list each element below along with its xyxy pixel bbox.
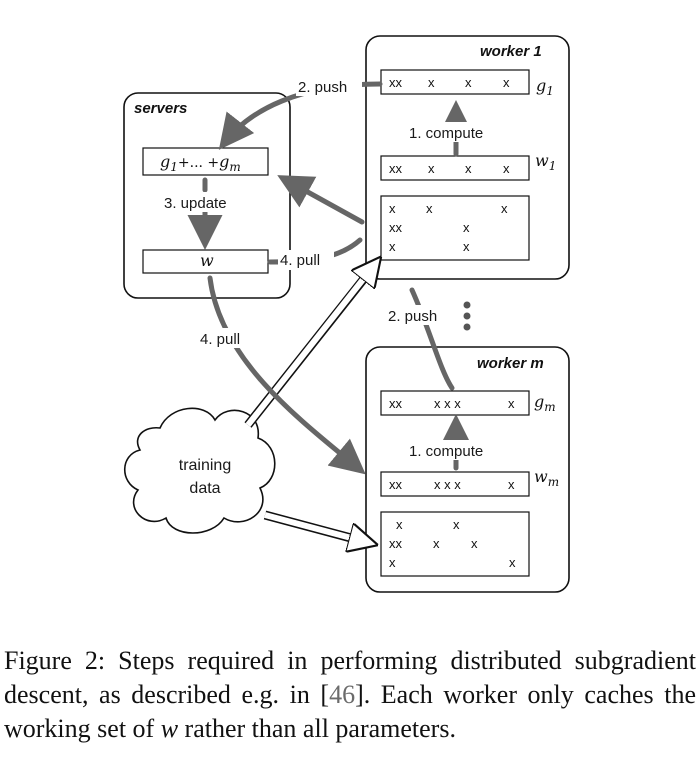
label-compute-worker-1: 1. compute (409, 125, 483, 142)
worker-m-data-box (380, 511, 530, 577)
cell: xx (389, 75, 403, 90)
cell: x (465, 161, 472, 176)
worker-1-weights-row (380, 155, 530, 181)
training-data-line2: data (189, 480, 220, 497)
cell: x (453, 517, 460, 532)
gradient-sum-label: g1+... +gm (160, 152, 241, 174)
label-compute-worker-m: 1. compute (409, 443, 483, 460)
worker-m-gradient-label: gm (534, 392, 556, 414)
cell: x (389, 555, 396, 570)
figure-caption: Figure 2: Steps required in performing d… (4, 644, 696, 746)
worker-m-title: worker m (477, 355, 544, 372)
cell: x (503, 75, 510, 90)
caption-text-2: ]. Each worker only caches the working s… (4, 680, 696, 743)
pull-arrow-worker-m (207, 275, 366, 475)
cell: x (508, 396, 515, 411)
cell: x x x (434, 396, 461, 411)
cell: x (426, 201, 433, 216)
cell: x (508, 477, 515, 492)
cell: xx (389, 477, 403, 492)
caption-text-1: Figure 2: Steps required in performing d… (4, 646, 696, 709)
data-arrow-worker-m (264, 512, 370, 543)
cell: x (428, 161, 435, 176)
cell: x (396, 517, 403, 532)
cell: xx (389, 161, 403, 176)
label-pull-worker-m: 4. pull (200, 331, 240, 348)
worker-1-weights-label: w1 (535, 151, 556, 173)
cell: x (428, 75, 435, 90)
cell: x (463, 239, 470, 254)
worker-1-title: worker 1 (480, 43, 542, 60)
caption-variable: w (160, 714, 179, 743)
cell: x (503, 161, 510, 176)
cell: x (389, 239, 396, 254)
caption-text-3: rather than all parameters. (178, 714, 456, 743)
worker-1-box: worker 1 xx x x x g1 xx x x x w1 x x x x… (365, 35, 570, 280)
servers-title: servers (134, 100, 187, 117)
cell: x (501, 201, 508, 216)
push-arrow-worker-m (409, 287, 455, 391)
cell: x (471, 536, 478, 551)
cell: x x x (434, 477, 461, 492)
worker-1-gradient-label: g1 (536, 76, 554, 98)
label-pull-server: 4. pull (280, 252, 320, 269)
more-workers-ellipsis (463, 301, 471, 331)
distributed-subgradient-diagram: servers g1+... +gm w worker 1 xx x x x g… (123, 35, 570, 593)
cell: xx (389, 396, 403, 411)
data-arrow-worker-1 (245, 263, 376, 427)
caption-reference-link[interactable]: 46 (329, 680, 356, 709)
worker-1-data-box (380, 195, 530, 261)
worker-m-gradient-row (380, 390, 530, 416)
cell: x (509, 555, 516, 570)
worker-m-weights-row (380, 471, 530, 497)
cell: x (433, 536, 440, 551)
training-data-line1: training (179, 457, 231, 474)
server-weights-label: w (200, 251, 214, 270)
worker-m-box: worker m xx x x x x gm xx x x x x wm x x… (365, 346, 570, 593)
worker-m-weights-label: wm (534, 467, 559, 489)
cell: xx (389, 220, 403, 235)
label-push-worker-1: 2. push (298, 79, 347, 96)
training-data-cloud: training data (124, 407, 276, 534)
gradient-sum-box (142, 147, 269, 176)
cell: xx (389, 536, 403, 551)
cell: x (465, 75, 472, 90)
label-update: 3. update (164, 195, 227, 212)
pull-arrow-worker-1 (277, 175, 365, 225)
cell: x (463, 220, 470, 235)
cell: x (389, 201, 396, 216)
label-push-worker-m: 2. push (388, 308, 437, 325)
